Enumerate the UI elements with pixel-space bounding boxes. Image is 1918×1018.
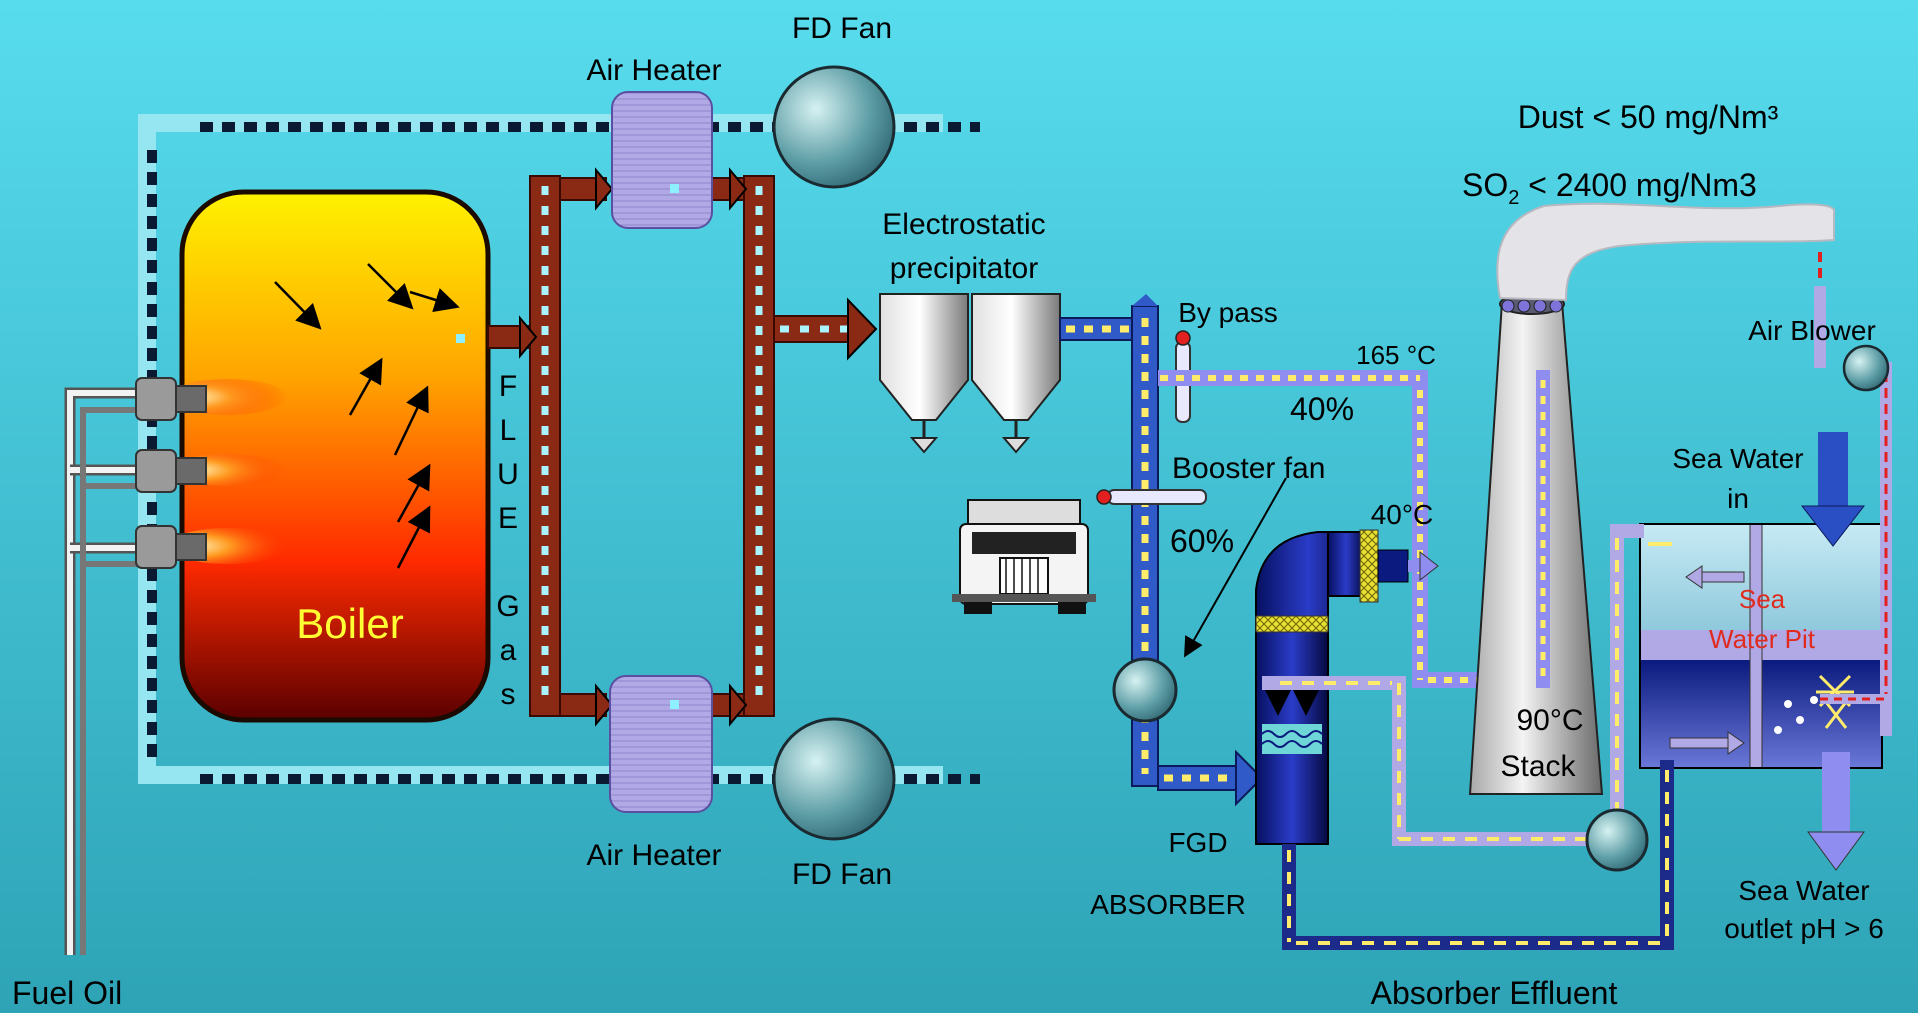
stack	[1468, 293, 1604, 795]
absorber-effluent-label: Absorber Effluent	[1371, 975, 1618, 1011]
gas-letter-s: s	[501, 678, 516, 711]
absorber-outlet-arrow	[1408, 550, 1439, 582]
dust-limit-label: Dust < 50 mg/Nm³	[1518, 99, 1779, 135]
esp-label-line2: precipitator	[890, 252, 1038, 285]
fd-fan-top	[772, 65, 896, 189]
flue-letter-e: E	[498, 502, 518, 535]
boiler-label: Boiler	[296, 600, 403, 647]
boiler: Boiler	[179, 189, 491, 723]
esp-label-line1: Electrostatic	[882, 208, 1045, 241]
sea-pit-label-line1: Sea	[1739, 584, 1786, 614]
so2-limit-label: SO2 < 2400 mg/Nm3	[1462, 167, 1757, 209]
seawater-feed-line	[1262, 524, 1672, 846]
fd-fan-top-label: FD Fan	[792, 12, 892, 45]
air-blower-label: Air Blower	[1748, 315, 1876, 346]
fgd-label: FGD	[1168, 827, 1227, 858]
booster-fan-label: Booster fan	[1172, 452, 1325, 485]
sea-water-outlet-arrow	[1807, 752, 1865, 871]
flue-letter-l: L	[500, 414, 517, 447]
burner-top	[135, 377, 288, 421]
sea-pit-label-line2: Water Pit	[1709, 624, 1816, 654]
gas-letter-g: G	[496, 590, 519, 623]
sea-water-in-arrow	[1800, 432, 1866, 547]
ash-truck-icon	[952, 499, 1096, 614]
smoke-plume	[1496, 202, 1836, 302]
flue-letter-u: U	[497, 458, 519, 491]
booster-fan	[1112, 657, 1178, 723]
air-blower	[1842, 344, 1890, 392]
flue-letter-f: F	[499, 370, 517, 403]
sea-water-in-label-line2: in	[1727, 483, 1749, 514]
sea-water-outlet-label-line1: Sea Water	[1738, 875, 1869, 906]
air-heater-bottom-label: Air Heater	[586, 839, 721, 872]
bypass-percent-label: 40%	[1290, 391, 1354, 427]
fd-fan-bottom-label: FD Fan	[792, 858, 892, 891]
temp-40-label: 40°C	[1371, 499, 1434, 530]
flue-gas-label: F L U E G a s	[496, 370, 519, 711]
fuel-oil-label: Fuel Oil	[12, 975, 122, 1011]
temp-165-label: 165 °C	[1356, 340, 1436, 370]
absorber-label: ABSORBER	[1090, 889, 1246, 920]
gas-letter-a: a	[500, 634, 517, 667]
fd-fan-bottom	[772, 717, 896, 841]
air-heater-bottom	[609, 675, 713, 813]
air-heater-top	[611, 91, 713, 229]
sea-water-outlet-label-line2: outlet pH > 6	[1724, 913, 1884, 944]
booster-damper	[1096, 489, 1207, 505]
burner-bottom	[135, 525, 288, 569]
main-percent-label: 60%	[1170, 523, 1234, 559]
absorber-effluent-line	[1282, 760, 1674, 950]
burner-middle	[135, 449, 286, 493]
temp-90-label: 90°C	[1516, 704, 1583, 737]
sea-water-pit	[1639, 523, 1883, 769]
sea-water-in-label-line1: Sea Water	[1672, 443, 1803, 474]
flue-gas-ducts	[487, 167, 878, 727]
stack-label: Stack	[1500, 750, 1576, 783]
seawater-pump	[1585, 808, 1649, 872]
air-heater-top-label: Air Heater	[586, 54, 721, 87]
electrostatic-precipitator	[879, 293, 1061, 454]
burner-group	[135, 377, 288, 569]
fuel-oil-pipe	[64, 387, 140, 955]
bypass-label: By pass	[1178, 297, 1278, 328]
